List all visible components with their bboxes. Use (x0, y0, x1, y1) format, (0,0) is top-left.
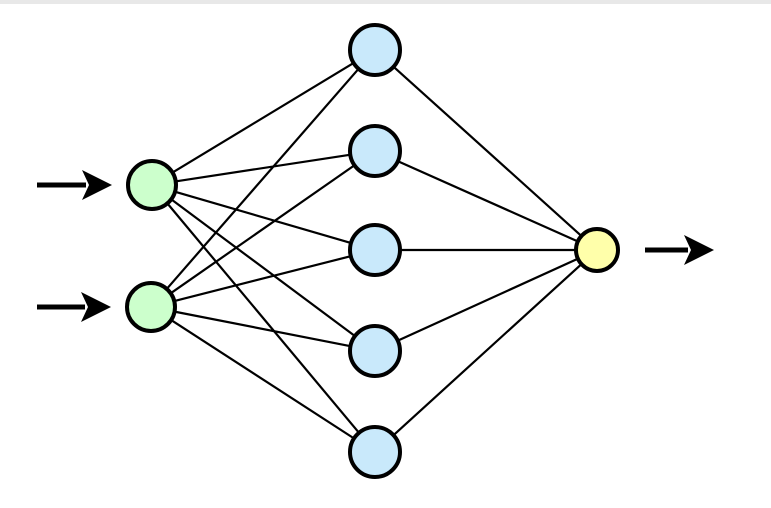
node-hidden-h1[interactable] (348, 23, 402, 77)
node-input-i2[interactable] (125, 281, 177, 333)
input-arrow (37, 170, 112, 200)
edge-i1-h2 (173, 153, 353, 183)
node-hidden-h2[interactable] (348, 124, 402, 178)
node-hidden-h5[interactable] (348, 425, 402, 479)
edges-group (164, 60, 584, 441)
output-arrow (645, 235, 714, 265)
edge-h2-o1 (395, 159, 581, 244)
nodes-group (125, 23, 620, 479)
edge-i1-h3 (172, 190, 354, 245)
node-hidden-h3[interactable] (348, 223, 402, 277)
edge-h4-o1 (395, 256, 581, 343)
edge-i2-h1 (164, 66, 361, 292)
edge-h5-o1 (391, 261, 584, 438)
edge-i1-h1 (170, 60, 356, 175)
in-arrow-2-head (81, 292, 111, 322)
node-output-o1[interactable] (574, 227, 620, 273)
out-arrow-1-head (684, 235, 714, 265)
edge-i2-h2 (168, 163, 357, 296)
top-gray-band (0, 0, 771, 4)
input-arrow (37, 292, 111, 322)
node-hidden-h4[interactable] (348, 324, 402, 378)
io-arrows-group (37, 170, 714, 322)
edge-i2-h4 (172, 310, 353, 348)
edge-i1-h4 (168, 197, 358, 339)
edge-h1-o1 (391, 64, 584, 239)
in-arrow-1-head (82, 170, 112, 200)
node-input-i1[interactable] (126, 159, 178, 211)
edge-i2-h3 (172, 254, 353, 303)
edge-i2-h5 (168, 318, 357, 441)
edge-i1-h5 (165, 201, 362, 436)
